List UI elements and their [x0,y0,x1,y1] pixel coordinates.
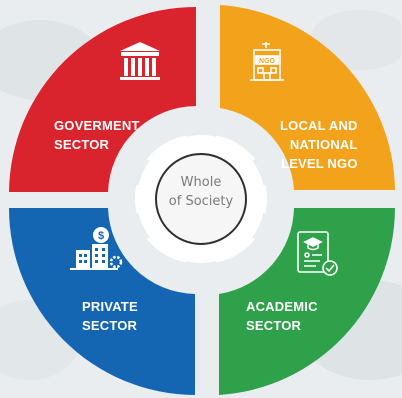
government-sector-label: GOVERMENT SECTOR [54,118,140,152]
ngo-icon-text: NGO [259,58,276,65]
academic-certificate-icon [297,231,338,276]
center-label: Whole of Society [168,175,234,209]
private-sector-label: PRIVATE SECTOR [82,299,138,333]
academic-sector-label: ACADEMIC SECTOR [246,299,318,333]
government-building-icon [120,42,160,80]
ngo-building-icon [250,42,284,81]
ngo-label: LOCAL AND NATIONAL LEVEL NGO [280,118,358,171]
private-company-icon [70,227,123,270]
center-ring [135,135,267,263]
academic-sector-quadrant[interactable] [219,208,395,395]
ngo-quadrant[interactable] [220,5,395,190]
private-sector-quadrant[interactable] [9,208,195,395]
ring-dashes [135,135,267,263]
dollar-icon-text: $ [98,230,104,242]
